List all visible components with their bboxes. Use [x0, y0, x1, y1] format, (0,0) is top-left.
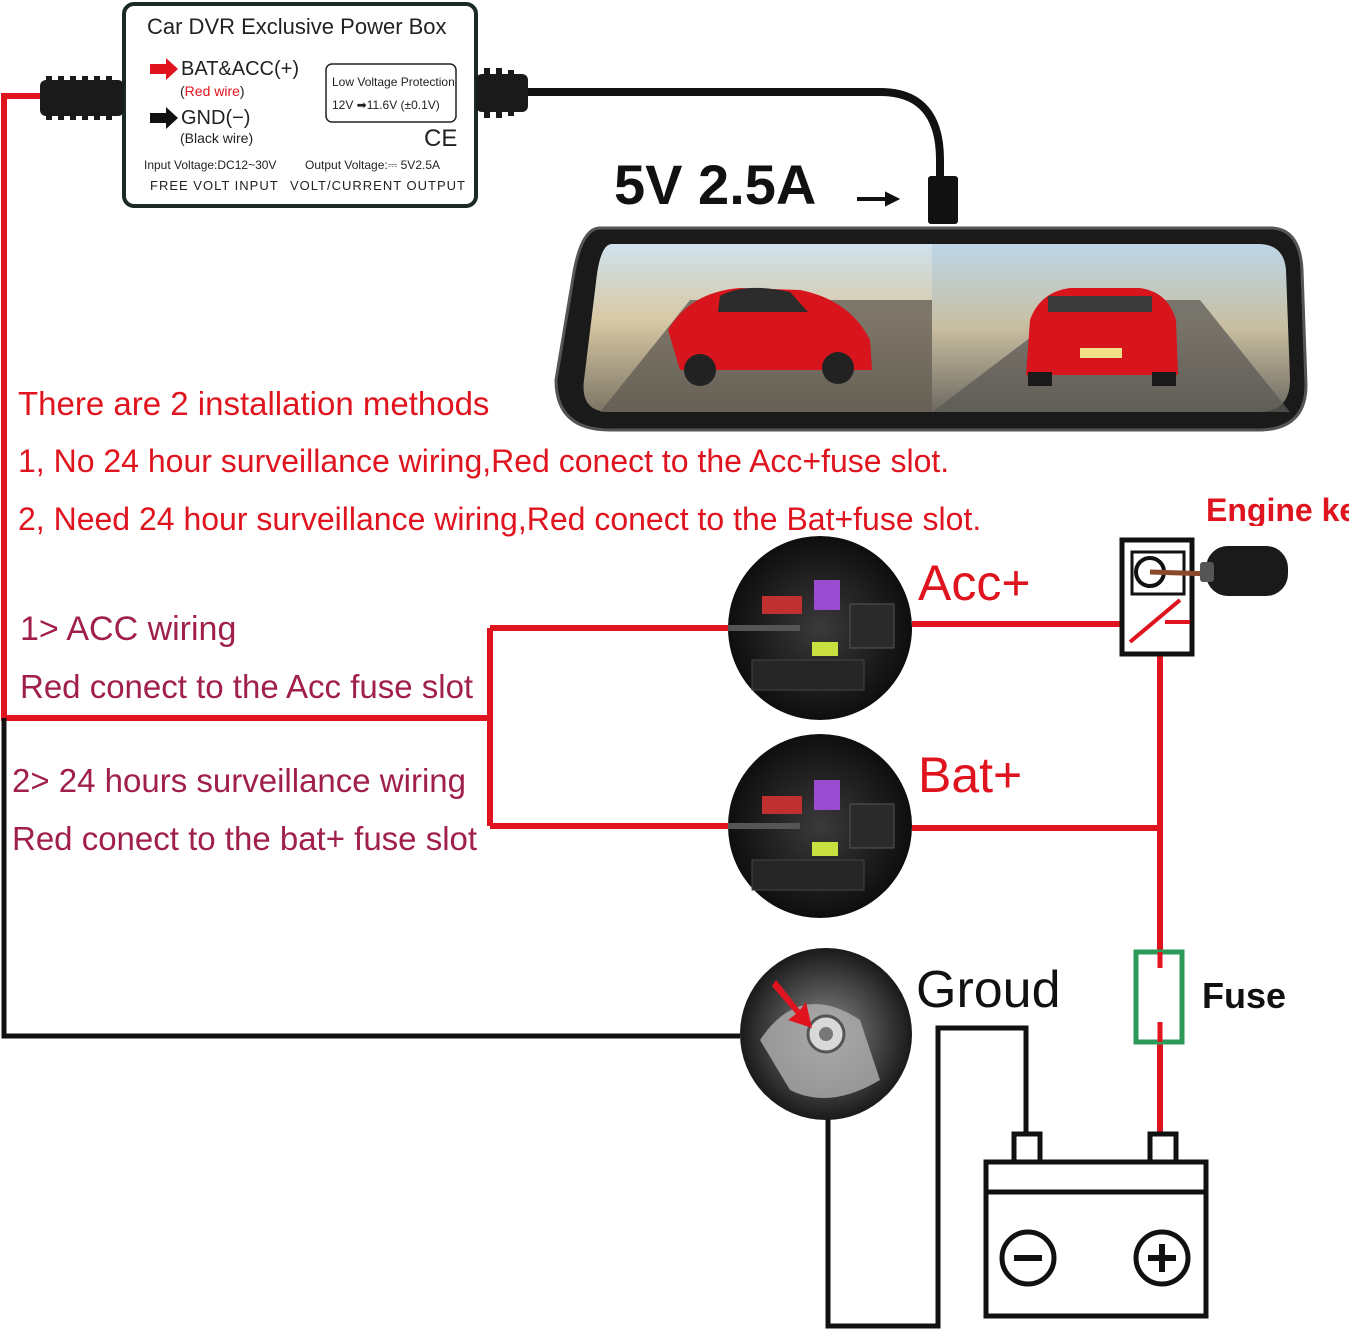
protection-value: 12V ➡11.6V (±0.1V)	[332, 98, 440, 112]
red-car-side	[668, 287, 872, 386]
power-box-title: Car DVR Exclusive Power Box	[147, 14, 447, 39]
red-wire-text: Red wire	[184, 83, 240, 99]
input-voltage: Input Voltage:DC12~30V	[144, 158, 277, 172]
car-key-icon	[1206, 546, 1288, 596]
output-voltage: Output Voltage:⎓ 5V2.5A	[305, 158, 441, 172]
ce-mark: CE	[424, 125, 458, 152]
red-car-rear	[1026, 288, 1178, 386]
acc-section-desc: Red conect to the Acc fuse slot	[20, 668, 474, 705]
bat-section-desc: Red conect to the bat+ fuse slot	[12, 820, 478, 857]
engine-key-label: Engine key	[1206, 494, 1349, 526]
ground-to-battery-wire	[825, 1025, 1029, 1329]
bat-section-title: 2> 24 hours surveillance wiring	[12, 762, 466, 799]
black-wires	[1, 718, 1029, 1329]
black-wire-label: (Black wire)	[180, 130, 254, 146]
ground-bolt-photo	[740, 948, 912, 1120]
mirror-power-cord	[520, 88, 944, 195]
methods-heading: There are 2 installation methods	[18, 385, 490, 422]
power-box	[40, 2, 528, 208]
right-arrow-icon	[857, 191, 901, 207]
bat-fuse-photo	[728, 734, 912, 918]
right-strain-relief	[476, 68, 528, 118]
volt-current-output: VOLT/CURRENT OUTPUT	[290, 178, 466, 193]
fuse-label: Fuse	[1202, 975, 1287, 1016]
method-1: 1, No 24 hour surveillance wiring,Red co…	[18, 443, 950, 479]
output-rating: 5V 2.5A	[614, 153, 817, 216]
bat-label: Bat+	[918, 747, 1023, 803]
red-wire-label: (Red wire)	[180, 83, 245, 99]
battery-icon	[983, 1131, 1209, 1319]
method-2: 2, Need 24 hour surveillance wiring,Red …	[18, 501, 982, 537]
bat-acc-label: BAT&ACC(+)	[181, 58, 299, 80]
fuse-symbol	[1133, 949, 1185, 1045]
ignition-switch	[1119, 537, 1288, 657]
left-strain-relief	[40, 76, 124, 120]
free-volt-input: FREE VOLT INPUT	[150, 178, 279, 193]
mirror-connector	[928, 176, 958, 224]
red-pointer-arrow-icon	[772, 980, 812, 1028]
acc-fuse-photo	[728, 536, 912, 720]
ground-wire	[1, 718, 740, 1039]
red-arrow-icon	[150, 58, 178, 80]
mirror-dvr	[554, 176, 1308, 432]
protection-box	[325, 63, 457, 123]
acc-label: Acc+	[918, 555, 1031, 611]
protection-title: Low Voltage Protection	[332, 75, 455, 89]
gnd-label: GND(−)	[181, 107, 251, 129]
acc-section-title: 1> ACC wiring	[20, 610, 237, 648]
ground-label: Groud	[916, 961, 1061, 1019]
black-arrow-icon	[150, 107, 178, 129]
